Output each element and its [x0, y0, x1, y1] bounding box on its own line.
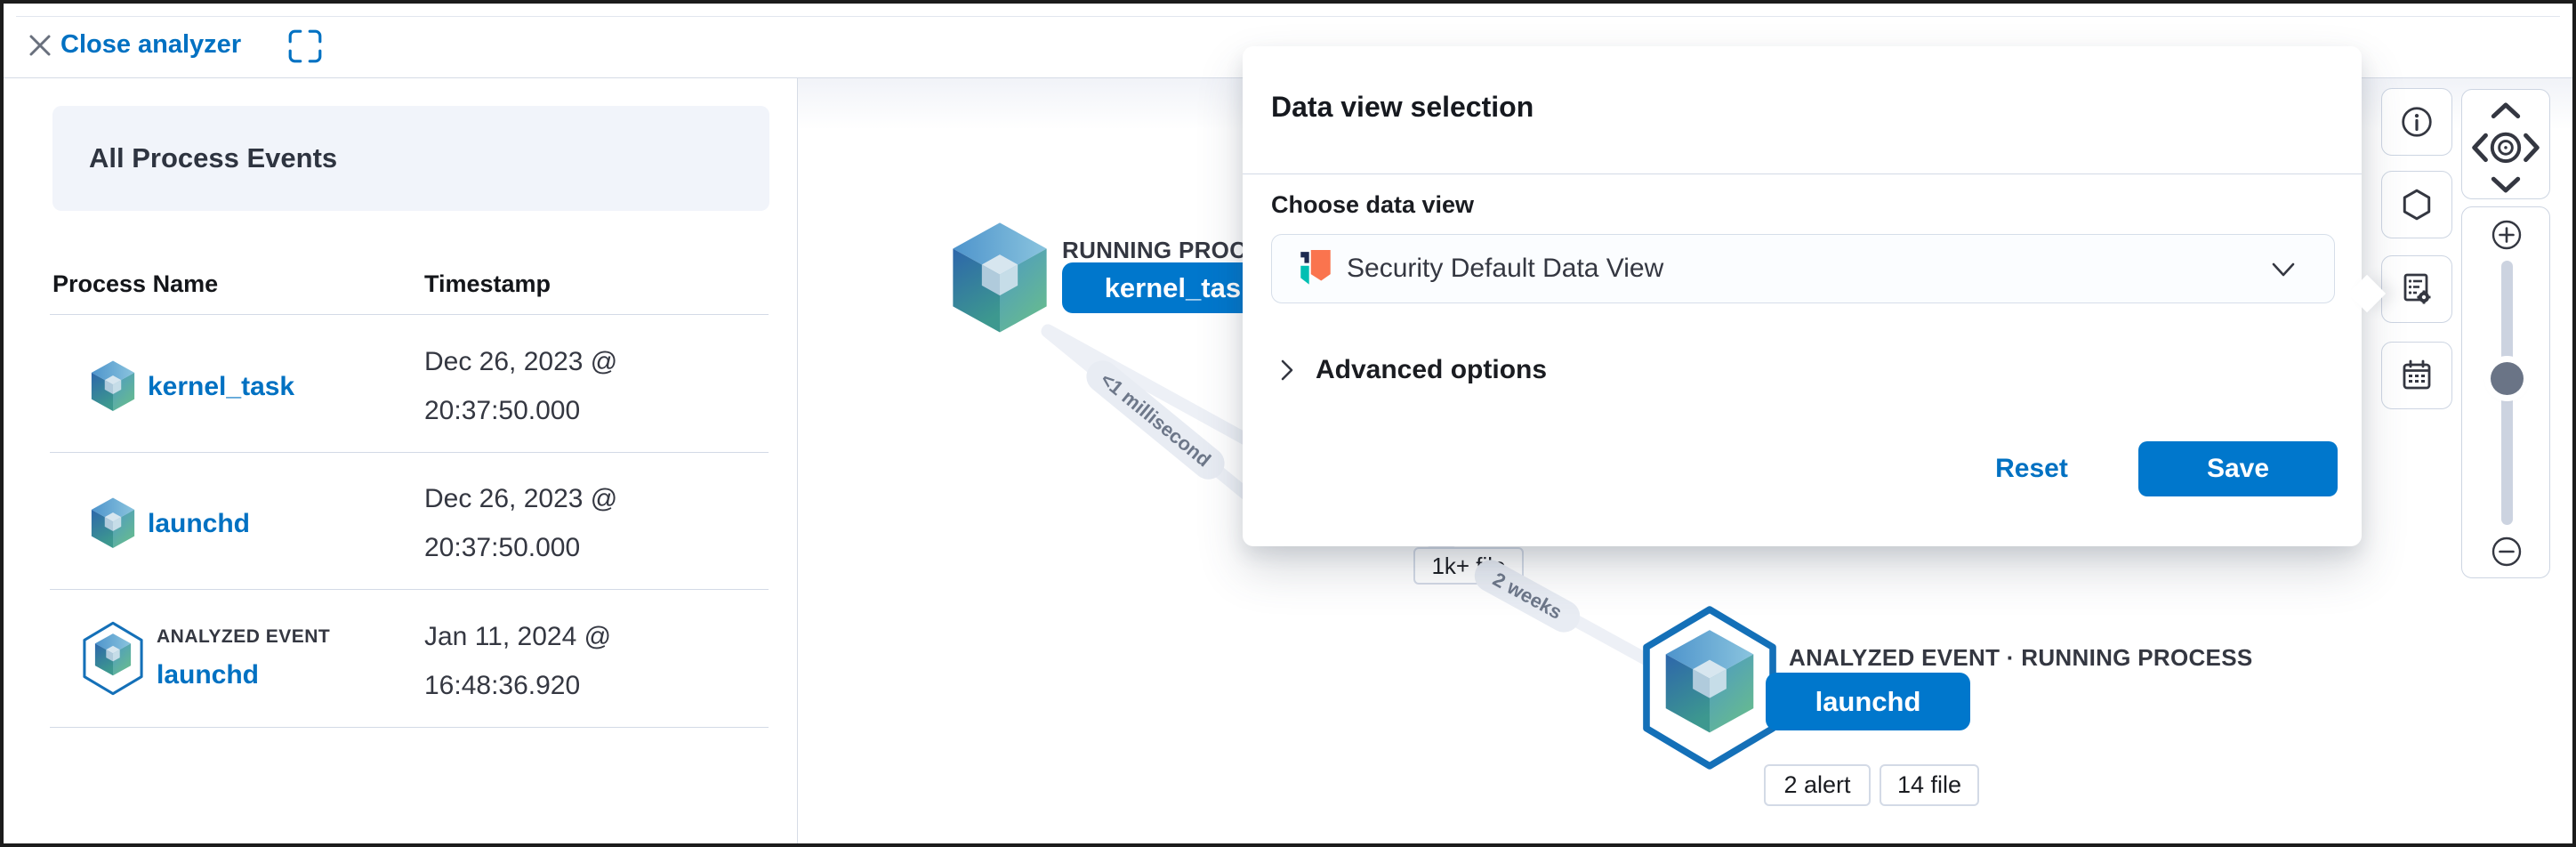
chevron-left-icon: [2472, 133, 2488, 163]
process-link[interactable]: launchd: [148, 509, 251, 538]
calendar-icon: [2403, 359, 2431, 390]
data-view-button[interactable]: [2381, 255, 2452, 323]
timestamp-line1: Jan 11, 2024 @: [424, 622, 612, 651]
date-picker-button[interactable]: [2381, 342, 2452, 409]
close-icon[interactable]: [28, 33, 52, 58]
pan-control[interactable]: [2461, 89, 2550, 199]
analyzed-node-name-button[interactable]: launchd: [1766, 673, 1970, 730]
chevron-right-icon: [1281, 359, 1293, 381]
fullscreen-icon[interactable]: [286, 28, 324, 65]
minus-icon: [2491, 536, 2522, 567]
process-cube-icon: [91, 497, 135, 548]
chevron-up-icon: [2491, 102, 2521, 119]
column-header-timestamp: Timestamp: [424, 270, 551, 297]
zoom-control: [2461, 206, 2550, 578]
info-icon: [2402, 107, 2432, 137]
hexagon-icon: [2403, 189, 2431, 221]
security-logo-icon: [1300, 250, 1331, 285]
advanced-options-toggle[interactable]: Advanced options: [1278, 355, 1547, 385]
process-cube-icon: [91, 360, 135, 411]
timestamp-line1: Dec 26, 2023 @: [424, 484, 618, 513]
chevron-down-icon: [2491, 176, 2521, 193]
save-button[interactable]: Save: [2138, 441, 2338, 496]
choose-data-view-label: Choose data view: [1271, 191, 1475, 218]
popover-title: Data view selection: [1271, 91, 1534, 123]
close-analyzer-link[interactable]: Close analyzer: [60, 30, 242, 59]
data-view-gear-icon: [2403, 273, 2431, 304]
zoom-slider-thumb[interactable]: [2491, 362, 2524, 395]
edge-duration-label: 2 weeks: [1469, 553, 1586, 639]
timestamp-line1: Dec 26, 2023 @: [424, 347, 618, 376]
panel-divider: [797, 78, 798, 843]
chevron-right-icon: [2524, 133, 2540, 163]
events-panel-title: All Process Events: [89, 142, 338, 173]
process-link[interactable]: kernel_task: [148, 372, 295, 401]
data-view-select[interactable]: Security Default Data View: [1271, 234, 2335, 303]
process-link[interactable]: launchd: [157, 660, 260, 690]
node-alert-count-badge[interactable]: 2 alert: [1764, 764, 1871, 806]
timestamp-line2: 16:48:36.920: [424, 671, 581, 700]
reset-button[interactable]: Reset: [1995, 454, 2068, 483]
analyzed-node-type-label: ANALYZED EVENT · RUNNING PROCESS: [1789, 644, 2253, 671]
plus-icon: [2491, 220, 2522, 250]
data-view-selection-popover: Data view selection Choose data view Sec…: [1243, 46, 2362, 546]
analyzed-node-hexagon-cube-icon[interactable]: [1633, 605, 1786, 770]
column-header-process-name: Process Name: [52, 270, 219, 297]
events-panel-header: [52, 106, 769, 211]
timestamp-line2: 20:37:50.000: [424, 533, 581, 562]
selected-data-view-value: Security Default Data View: [1347, 254, 1664, 283]
analyzed-event-tag: ANALYZED EVENT: [157, 626, 331, 647]
center-camera-icon: [2490, 132, 2522, 164]
kernel-process-node-cube-icon[interactable]: [950, 222, 1050, 335]
node-info-button[interactable]: [2381, 88, 2452, 156]
zoom-out-button[interactable]: [2491, 536, 2522, 567]
chevron-down-icon: [2272, 262, 2295, 277]
timestamp-line2: 20:37:50.000: [424, 396, 581, 425]
analyzed-hexagon-cube-icon: [83, 621, 143, 696]
schema-info-button[interactable]: [2381, 171, 2452, 238]
advanced-options-label: Advanced options: [1316, 355, 1548, 384]
top-hairline: [16, 16, 2560, 17]
node-file-count-badge[interactable]: 14 file: [1880, 764, 1979, 806]
zoom-in-button[interactable]: [2491, 220, 2522, 250]
